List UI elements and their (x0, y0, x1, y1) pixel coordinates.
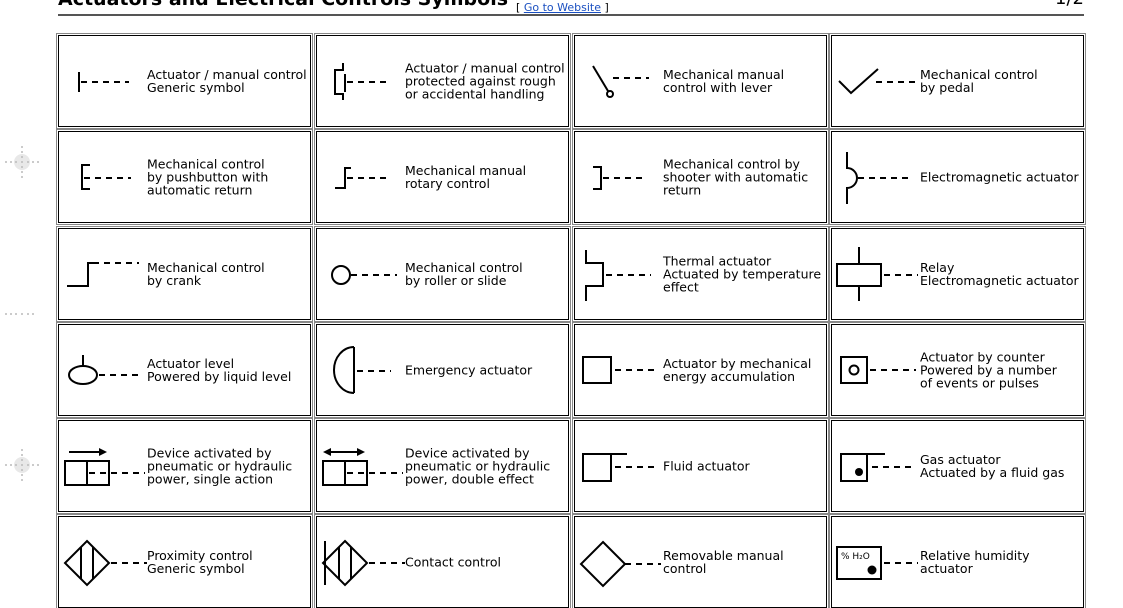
symbol-label: Mechanical control by crank (147, 260, 265, 288)
symbol-label: Actuator by counter Powered by a number … (920, 349, 1057, 391)
symbol-cell-counter: Actuator by counter Powered by a number … (829, 322, 1086, 418)
symbol-cell-roller: Mechanical control by roller or slide (314, 226, 571, 322)
symbol-label: Actuator level Powered by liquid level (147, 356, 292, 384)
symbol-cell-energy-accumulation: Actuator by mechanical energy accumulati… (572, 322, 829, 418)
contact-icon (321, 539, 405, 587)
symbol-cell-shooter: Mechanical control by shooter with autom… (572, 129, 829, 225)
page-title: Actuators and Electrical Controls Symbol… (58, 0, 609, 14)
removable-manual-icon (579, 540, 661, 588)
symbol-label: Device activated by pneumatic or hydraul… (405, 445, 551, 487)
symbol-label: Fluid actuator (663, 458, 750, 474)
symbol-cell-humidity: % H₂O Relative humidity actuator (829, 514, 1086, 608)
fluid-icon (582, 453, 659, 482)
symbol-label: Emergency actuator (405, 362, 533, 378)
pushbutton-icon (81, 164, 131, 190)
actuator-protected-icon (334, 63, 391, 100)
symbol-cell-fluid: Fluid actuator (572, 418, 829, 514)
symbol-label: Relay Electromagnetic actuator (920, 260, 1079, 288)
roller-icon (331, 265, 397, 285)
go-to-website-link[interactable]: Go to Website (523, 1, 601, 14)
symbol-cell-pushbutton: Mechanical control by pushbutton with au… (56, 129, 313, 225)
actuator-generic-icon (78, 72, 129, 92)
counter-icon (840, 356, 916, 384)
pedal-icon (838, 68, 916, 95)
symbol-cell-actuator-generic: Actuator / manual control Generic symbol (56, 33, 313, 129)
humidity-icon: % H₂O (836, 546, 918, 580)
symbol-cell-lever: Mechanical manual control with lever (572, 33, 829, 129)
relay-icon (836, 247, 918, 301)
symbol-label: Electromagnetic actuator (920, 169, 1079, 185)
crosshair-icon (5, 146, 39, 178)
emergency-icon (333, 346, 391, 394)
symbol-label: Mechanical manual rotary control (405, 163, 527, 191)
symbol-label: Mechanical control by pedal (920, 67, 1038, 95)
symbol-cell-liquid-level: Actuator level Powered by liquid level (56, 322, 313, 418)
page-header: Actuators and Electrical Controls Symbol… (58, 0, 1084, 16)
symbol-cell-crank: Mechanical control by crank (56, 226, 313, 322)
symbol-label: Proximity control Generic symbol (147, 548, 253, 576)
symbol-label: Relative humidity actuator (920, 548, 1030, 576)
pneumatic-single-icon (64, 448, 145, 486)
rotary-icon (335, 167, 391, 189)
liquid-level-icon (68, 355, 143, 385)
symbol-label: Removable manual control (663, 548, 784, 576)
symbol-cell-thermal: Thermal actuator Actuated by temperature… (572, 226, 829, 322)
symbol-label: Mechanical manual control with lever (663, 67, 785, 95)
gas-icon (840, 453, 916, 482)
symbol-label: Device activated by pneumatic or hydraul… (147, 445, 293, 487)
symbol-label: Thermal actuator Actuated by temperature… (663, 253, 822, 295)
symbol-cell-relay: Relay Electromagnetic actuator (829, 226, 1086, 322)
symbol-cell-emergency: Emergency actuator (314, 322, 571, 418)
symbol-cell-actuator-protected: Actuator / manual control protected agai… (314, 33, 571, 129)
symbol-label: Actuator / manual control Generic symbol (147, 67, 307, 95)
symbol-label: Mechanical control by shooter with autom… (663, 156, 809, 198)
symbol-cell-rotary: Mechanical manual rotary control (314, 129, 571, 225)
crank-icon (67, 262, 139, 287)
symbol-label: Mechanical control by roller or slide (405, 260, 523, 288)
pneumatic-double-icon (322, 448, 403, 486)
thermal-icon (585, 250, 651, 301)
symbol-cell-pneumatic-double: Device activated by pneumatic or hydraul… (314, 418, 571, 514)
humidity-label: % H₂O (841, 552, 870, 562)
page-indicator: 1/2 (1055, 0, 1084, 9)
symbol-cell-removable-manual: Removable manual control (572, 514, 829, 608)
symbol-cell-gas: Gas actuator Actuated by a fluid gas (829, 418, 1086, 514)
symbol-cell-proximity: Proximity control Generic symbol (56, 514, 313, 608)
symbol-label: Gas actuator Actuated by a fluid gas (920, 452, 1065, 480)
website-link-wrapper: [ Go to Website ] (516, 1, 609, 14)
symbol-cell-pneumatic-single: Device activated by pneumatic or hydraul… (56, 418, 313, 514)
symbol-cell-electromagnetic: Electromagnetic actuator (829, 129, 1086, 225)
symbol-label: Actuator / manual control protected agai… (405, 60, 565, 102)
symbol-cell-pedal: Mechanical control by pedal (829, 33, 1086, 129)
crosshair-icon (5, 449, 39, 481)
electromagnetic-icon (846, 152, 910, 204)
symbol-label: Contact control (405, 554, 501, 570)
dotted-line-icon (5, 313, 34, 315)
proximity-icon (63, 539, 147, 587)
shooter-icon (593, 166, 647, 190)
symbol-cell-contact: Contact control (314, 514, 571, 608)
lever-icon (592, 65, 649, 98)
symbol-label: Mechanical control by pushbutton with au… (147, 156, 269, 198)
symbol-label: Actuator by mechanical energy accumulati… (663, 356, 812, 384)
energy-accumulation-icon (582, 356, 659, 384)
